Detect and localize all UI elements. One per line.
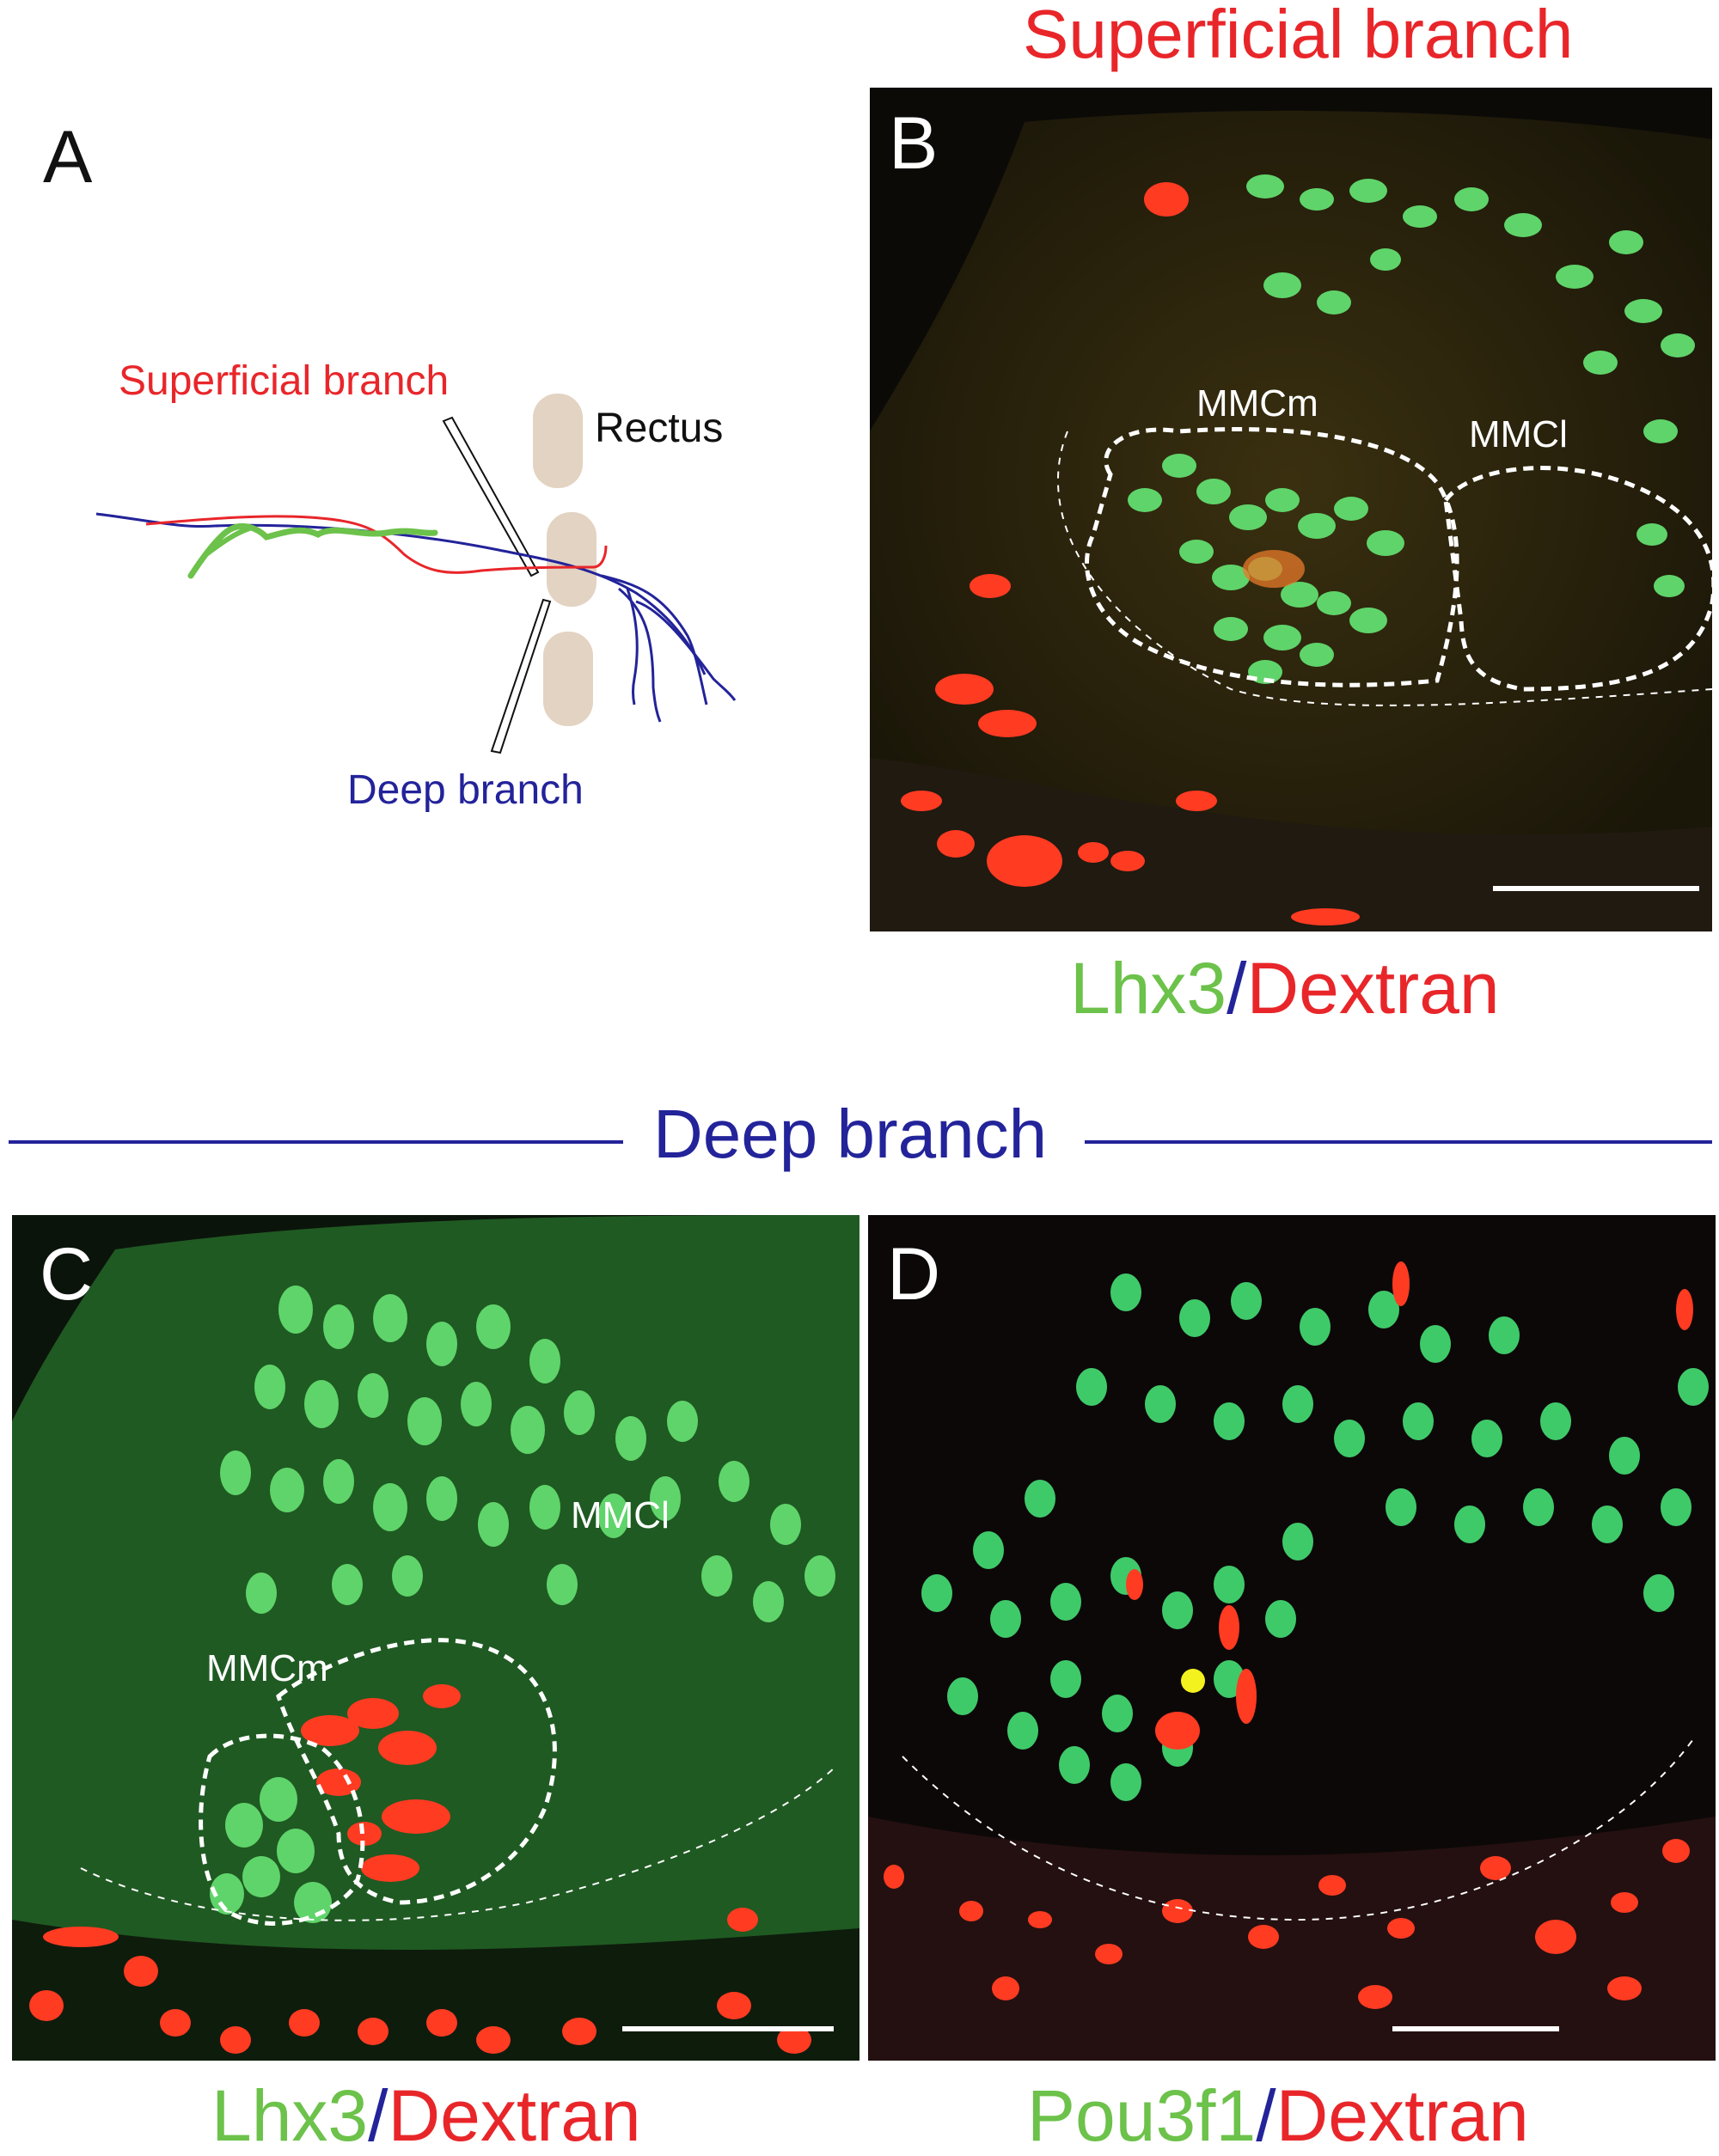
lhx3-label: Lhx3 [211,2075,369,2156]
superficial-branch-title: Superficial branch [1023,0,1574,72]
deep-branch-nerve [95,512,707,675]
lhx3-label: Lhx3 [1070,948,1227,1029]
b-boundary-line [1056,431,1712,706]
panel-b-caption: Lhx3/Dextran [1070,952,1500,1024]
d-green-cells [921,1273,1709,1801]
c-mmcl-outline [276,1638,557,1905]
deep-branch-sub [618,587,662,723]
b-mmcl-label: MMCl [1469,413,1568,455]
panel-c-micrograph: MMCm MMCl C [12,1215,860,2061]
b-mmcm-label: MMCm [1196,382,1318,424]
c-boundary-line [80,1764,838,1921]
rectus-label: Rectus [595,406,724,451]
green-fiber [187,522,438,579]
deep-pipette [490,598,552,754]
deep-branch-label: Deep branch [347,767,584,813]
deep-branch-section-title: Deep branch [653,1096,1048,1172]
panel-d-image [868,1215,1716,2061]
c-mmcm-label: MMCm [206,1647,328,1689]
deep-branch-sub [635,600,737,701]
d-double-labeled-cell [1181,1669,1205,1693]
panel-c-letter: C [40,1233,94,1316]
green-fiber [204,526,252,557]
superficial-branch-nerve [145,515,608,574]
c-scale-bar [622,2026,834,2031]
panel-d-caption: Pou3f1/Dextran [1027,2080,1529,2152]
dextran-label: Dextran [1246,948,1500,1029]
b-mmcl-outline [1443,466,1712,692]
rectus-muscle-segment [543,632,593,726]
panel-d-micrograph: D [868,1215,1716,2061]
b-red-cells [901,182,1360,925]
superficial-pipette [442,416,540,577]
dextran-label: Dextran [1275,2075,1529,2156]
deep-branch-divider-right [1085,1140,1712,1144]
caption-separator: / [1256,2075,1276,2156]
dextran-label: Dextran [388,2075,641,2156]
superficial-branch-label: Superficial branch [119,358,450,404]
c-red-cells [29,1684,811,2054]
caption-separator: / [1227,948,1247,1029]
rectus-muscle-segment [533,394,583,488]
panel-c-caption: Lhx3/Dextran [211,2080,641,2152]
pou3f1-label: Pou3f1 [1027,2075,1257,2156]
c-green-cells [210,1286,835,1923]
panel-d-letter: D [887,1233,941,1316]
panel-a-letter: A [43,116,93,198]
d-red-cells [884,1261,1693,2009]
b-scale-bar [1493,886,1699,891]
nerve-diagram [95,394,737,754]
panel-b-image: MMCm MMCl [870,88,1712,931]
deep-branch-sub [626,588,639,705]
c-mmcm-outline [199,1733,365,1926]
d-scale-bar [1392,2026,1559,2031]
panel-b-letter: B [889,102,939,185]
deep-branch-sub [601,574,708,705]
c-mmcl-label: MMCl [571,1494,670,1536]
deep-branch-divider-left [9,1140,623,1144]
rectus-muscle-segment [547,512,596,607]
panel-b-micrograph: MMCm MMCl B [870,88,1712,931]
panel-a: A Superficial branch Rectus Deep branch [0,86,860,859]
caption-separator: / [368,2075,388,2156]
panel-c-image: MMCm MMCl [12,1215,860,2061]
b-green-cells [1128,174,1695,684]
